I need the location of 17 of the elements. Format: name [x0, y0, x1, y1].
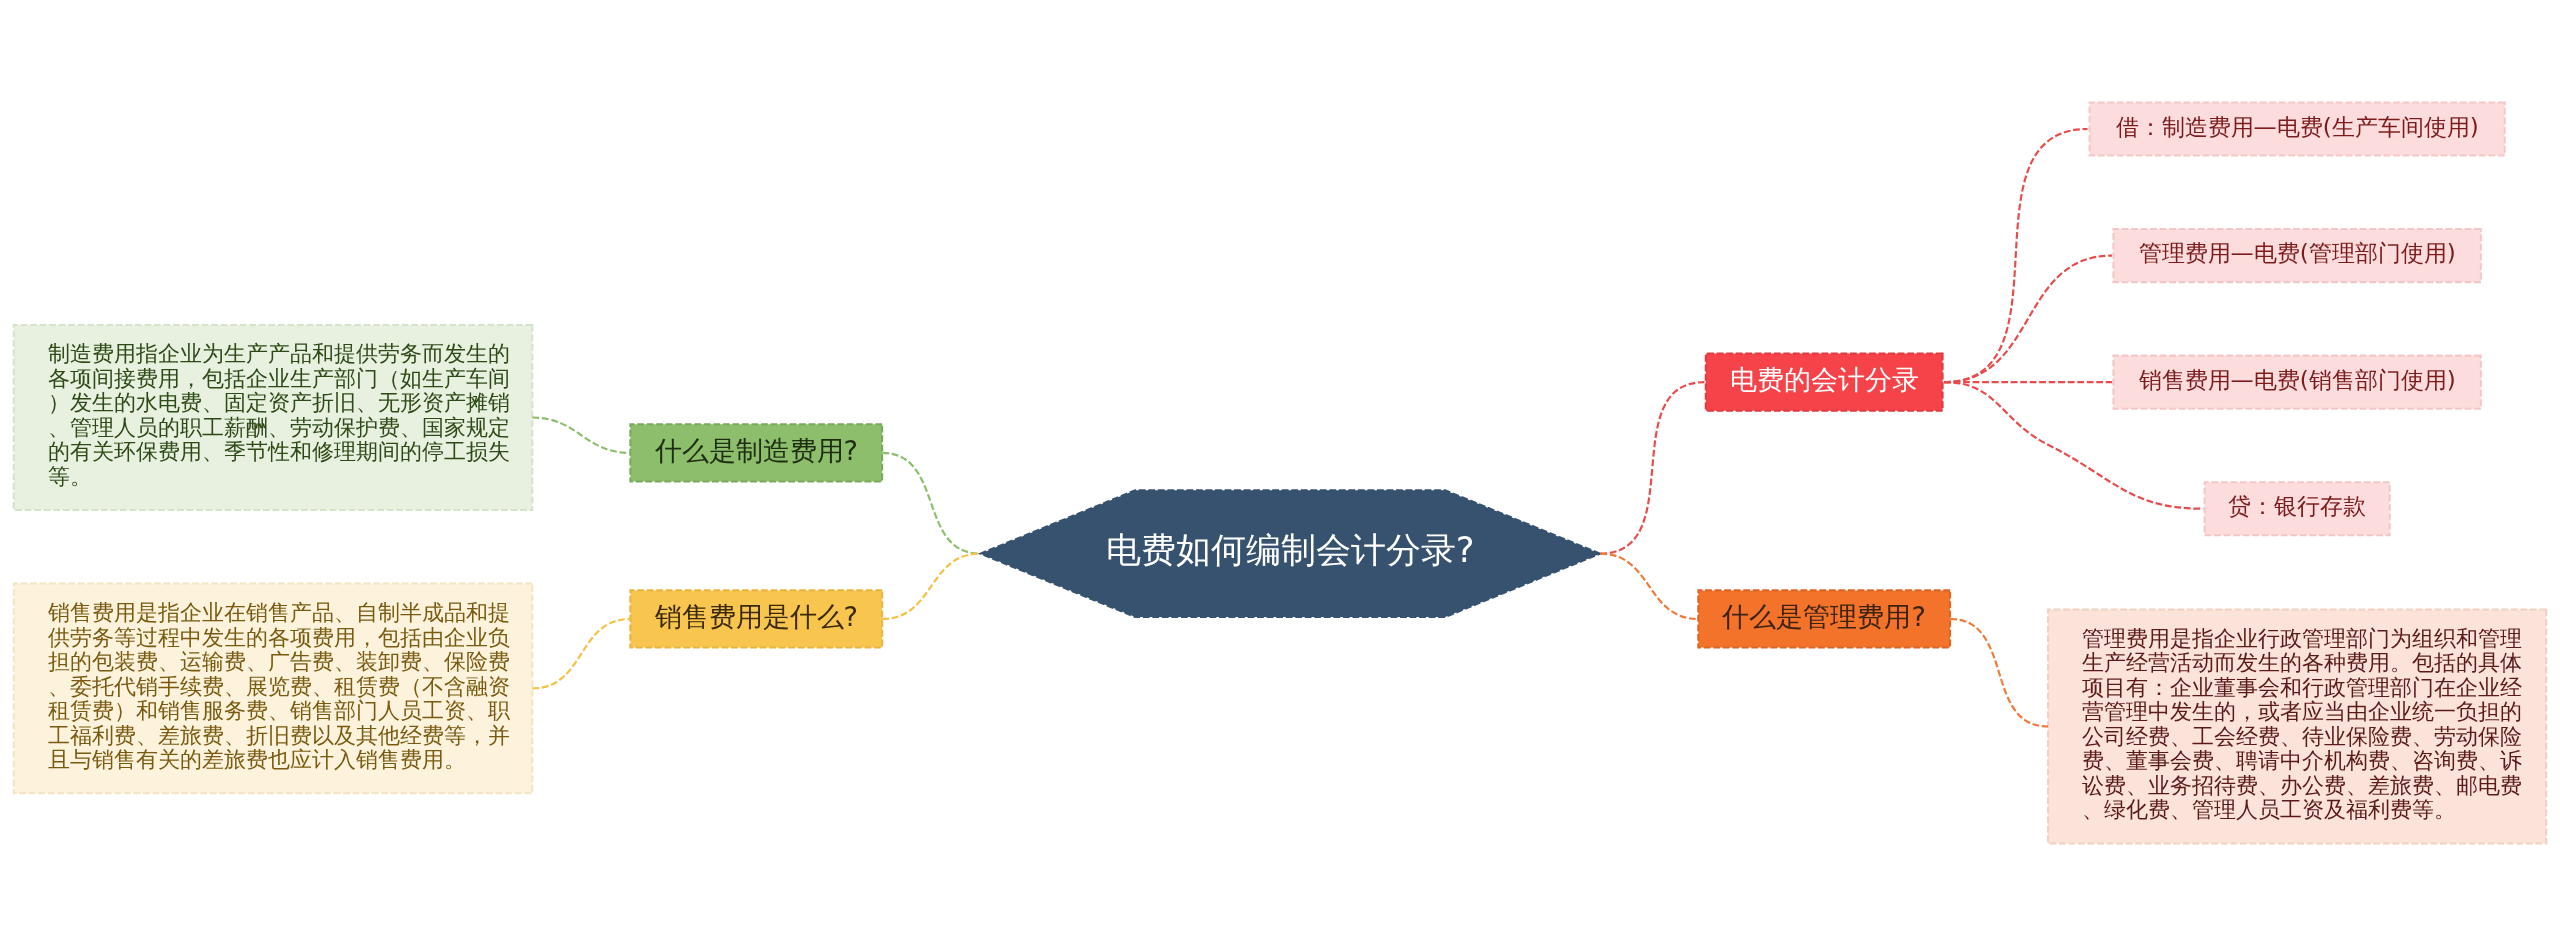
- connector: [532, 617, 631, 689]
- node-box: 销售费用是什么?: [629, 588, 884, 649]
- connector: [532, 415, 631, 454]
- connector: [882, 552, 981, 620]
- node-box: 贷：银行存款: [2203, 480, 2391, 536]
- node-box: 制造费用指企业为生产产品和提供劳务而发生的各项间接费用，包括企业生产部门（如生产车间）发生的水电费、固定资产折旧、无形资产摊销、管理人员的职工薪酬、劳动保护费、国家规定的有关环保费用、季节性和修理期间的停工损失等。: [12, 323, 534, 511]
- node-box: 管理费用是指企业行政管理部门为组织和管理生产经营活动而发生的各种费用。包括的具体项目有：企业董事会和行政管理部门在企业经营管理中发生的，或者应当由企业统一负担的公司经费、工会经费、待业保险费、劳动保险费、董事会费、聘请中介机构费、咨询费、诉讼费、业务招待费、办公费、差旅费、邮电费、绿化费、管理人员工资及福利费等。: [2047, 607, 2548, 845]
- node-box: 电费的会计分录: [1704, 352, 1944, 412]
- node-box: 什么是制造费用?: [629, 422, 884, 483]
- connector: [1600, 380, 1705, 555]
- node-box: 什么是管理费用?: [1697, 588, 1952, 649]
- node-box: 销售费用—电费(销售部门使用): [2112, 354, 2482, 410]
- connector: [1600, 552, 1699, 620]
- node-box: 借：制造费用—电费(生产车间使用): [2088, 100, 2506, 157]
- node-box: 管理费用—电费(管理部门使用): [2112, 227, 2482, 283]
- node-box: 销售费用是指企业在销售产品、自制半成品和提供劳务等过程中发生的各项费用，包括由企业负担的包装费、运输费、广告费、装卸费、保险费、委托代销手续费、展览费、租赁费（不含融资租赁费）和销售服务费、销售部门人员工资、职工福利费、差旅费、折旧费以及其他经费等，并且与销售有关的差旅费也应计入销售费用。: [12, 582, 534, 794]
- connector: [1949, 617, 2049, 728]
